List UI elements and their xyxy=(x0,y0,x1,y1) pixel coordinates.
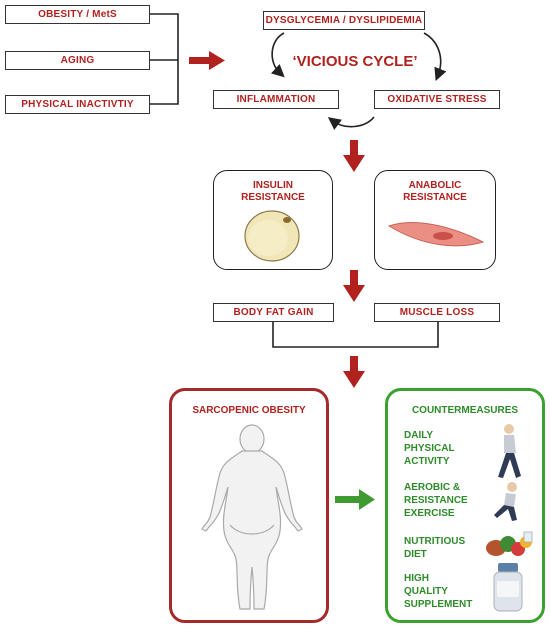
insulin-resistance-label: INSULIN RESISTANCE xyxy=(241,180,305,203)
sarcopenic-obesity-title: SARCOPENIC OBESITY xyxy=(192,405,306,416)
cause-obesity: OBESITY / MetS xyxy=(5,5,150,24)
food-icon xyxy=(486,531,533,556)
countermeasure-exercise: AEROBIC & RESISTANCE EXERCISE xyxy=(404,482,468,519)
red-arrow-down-1 xyxy=(343,140,365,172)
red-arrow-right-1 xyxy=(189,51,225,70)
cycle-dysglycemia: DYSGLYCEMIA / DYSLIPIDEMIA xyxy=(263,11,425,30)
vicious-cycle-title: ‘VICIOUS CYCLE’ xyxy=(292,53,418,70)
red-arrow-down-3 xyxy=(343,356,365,388)
anabolic-resistance-box: ANABOLIC RESISTANCE xyxy=(374,170,496,270)
insulin-resistance-box: INSULIN RESISTANCE xyxy=(213,170,333,270)
fat-cell-icon xyxy=(244,210,300,262)
supplement-jar-icon xyxy=(493,563,523,612)
countermeasure-daily-activity: DAILY PHYSICAL ACTIVITY xyxy=(404,430,455,467)
running-person-icon xyxy=(494,482,517,521)
anabolic-resistance-label: ANABOLIC RESISTANCE xyxy=(403,180,467,203)
causes-bracket xyxy=(150,13,179,105)
obese-body-figure xyxy=(201,424,303,610)
body-fat-gain-box: BODY FAT GAIN xyxy=(213,303,334,322)
sarcopenic-obesity-box: SARCOPENIC OBESITY xyxy=(169,388,329,623)
cycle-arrow-left xyxy=(270,32,285,78)
cause-physical-inactivity: PHYSICAL INACTIVTIY xyxy=(5,95,150,114)
countermeasure-diet: NUTRITIOUS DIET xyxy=(404,536,466,560)
countermeasure-supplement: HIGH QUALITY SUPPLEMENT xyxy=(404,573,473,610)
muscle-cell-icon xyxy=(387,222,485,247)
green-arrow-right xyxy=(335,489,375,510)
countermeasures-box: COUNTERMEASURES DAILY PHYSICAL ACTIVITY … xyxy=(385,388,545,623)
cycle-arrow-bottom xyxy=(327,116,375,130)
muscle-loss-box: MUSCLE LOSS xyxy=(374,303,500,322)
outcomes-bracket xyxy=(272,322,439,348)
cycle-inflammation: INFLAMMATION xyxy=(213,90,339,109)
cycle-arrow-right xyxy=(423,32,447,81)
cause-aging: AGING xyxy=(5,51,150,70)
cycle-oxidative-stress: OXIDATIVE STRESS xyxy=(374,90,500,109)
countermeasures-title: COUNTERMEASURES xyxy=(411,405,519,416)
red-arrow-down-2 xyxy=(343,270,365,302)
walking-person-icon xyxy=(498,424,521,478)
